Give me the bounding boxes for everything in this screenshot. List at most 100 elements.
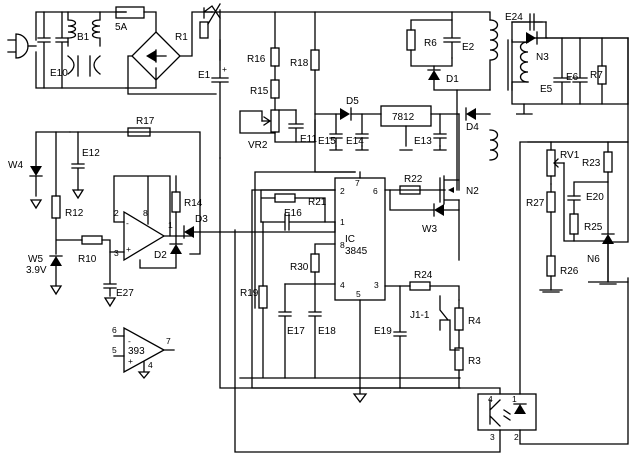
label-r22: R22 bbox=[404, 174, 423, 185]
svg-text:4: 4 bbox=[148, 360, 153, 370]
label-e27: E27 bbox=[116, 288, 134, 299]
label-w5-volt: 3.9V bbox=[26, 265, 47, 276]
capacitor-e15 bbox=[329, 113, 343, 147]
label-r17: R17 bbox=[136, 116, 155, 127]
label-r10: R10 bbox=[78, 254, 97, 265]
resistor-r23 bbox=[603, 151, 613, 173]
thermistor-r1 bbox=[199, 3, 221, 39]
zener-w4 bbox=[29, 131, 71, 197]
label-r4: R4 bbox=[468, 316, 481, 327]
label-e18: E18 bbox=[318, 326, 336, 337]
transformer-primary bbox=[489, 19, 513, 161]
svg-text:5: 5 bbox=[112, 345, 117, 355]
svg-text:6: 6 bbox=[373, 186, 378, 196]
svg-text:5: 5 bbox=[356, 289, 361, 299]
label-n3: N3 bbox=[536, 52, 549, 63]
capacitor-e14 bbox=[355, 113, 369, 147]
label-r21: R21 bbox=[308, 197, 327, 208]
capacitor-e17 bbox=[278, 283, 292, 379]
capacitor-e10 bbox=[37, 11, 69, 89]
comparator-393 bbox=[113, 326, 175, 380]
label-e13: E13 bbox=[414, 136, 432, 147]
mosfet-n2 bbox=[439, 175, 460, 205]
resistor-r15 bbox=[270, 79, 280, 99]
label-n2: N2 bbox=[466, 186, 479, 197]
label-e1: E1 bbox=[198, 70, 211, 81]
resistor-r6 bbox=[406, 29, 416, 51]
svg-text:7: 7 bbox=[166, 336, 171, 346]
capacitor-e19 bbox=[393, 285, 407, 389]
label-r23: R23 bbox=[582, 158, 601, 169]
label-393: 393 bbox=[128, 346, 145, 357]
svg-text:-: - bbox=[126, 218, 129, 228]
resistor-r22 bbox=[399, 185, 421, 195]
svg-text:3: 3 bbox=[490, 432, 495, 442]
label-r26: R26 bbox=[560, 266, 579, 277]
resistor-r16 bbox=[270, 47, 280, 67]
capacitor-e1 bbox=[211, 39, 229, 159]
label-b1: B1 bbox=[77, 32, 90, 43]
label-e12: E12 bbox=[82, 148, 100, 159]
svg-text:2: 2 bbox=[514, 432, 519, 442]
label-w3: W3 bbox=[422, 224, 437, 235]
ac-plug-icon bbox=[7, 33, 37, 59]
label-e2: E2 bbox=[462, 42, 475, 53]
label-5a: 5A bbox=[115, 22, 128, 33]
diode-d5 bbox=[340, 107, 352, 121]
label-rv1: RV1 bbox=[560, 150, 580, 161]
label-d3: D3 bbox=[195, 214, 208, 225]
transformer-secondary bbox=[519, 41, 529, 83]
label-r6: R6 bbox=[424, 38, 437, 49]
potentiometer-vr2 bbox=[239, 109, 280, 134]
svg-text:1: 1 bbox=[512, 394, 517, 404]
label-r1: R1 bbox=[175, 32, 188, 43]
resistor-r14 bbox=[171, 191, 181, 213]
label-d5: D5 bbox=[346, 96, 359, 107]
label-r27: R27 bbox=[526, 198, 545, 209]
label-n6: N6 bbox=[587, 254, 600, 265]
label-e15: E15 bbox=[318, 136, 336, 147]
svg-text:2: 2 bbox=[114, 208, 119, 218]
resistor-r19 bbox=[258, 285, 268, 309]
regulator-n6 bbox=[588, 181, 629, 283]
diode-n3 bbox=[526, 21, 548, 45]
label-r25: R25 bbox=[584, 222, 603, 233]
diode-d2 bbox=[139, 235, 183, 269]
label-r30: R30 bbox=[290, 262, 309, 273]
capacitor-e27 bbox=[103, 251, 117, 297]
label-r18: R18 bbox=[290, 58, 309, 69]
choke-b1 bbox=[67, 11, 101, 77]
label-e17: E17 bbox=[287, 326, 305, 337]
label-r3: R3 bbox=[468, 356, 481, 367]
label-r7: R7 bbox=[590, 70, 603, 81]
diode-d3 bbox=[183, 225, 194, 239]
label-e24: E24 bbox=[505, 12, 523, 23]
svg-text:3: 3 bbox=[114, 248, 119, 258]
resistor-r24 bbox=[409, 281, 431, 291]
svg-text:1: 1 bbox=[340, 217, 345, 227]
label-w4: W4 bbox=[8, 160, 23, 171]
capacitor-e20 bbox=[567, 195, 581, 215]
label-e16: E16 bbox=[284, 208, 302, 219]
optocoupler bbox=[477, 393, 537, 431]
label-r19: R19 bbox=[240, 288, 259, 299]
svg-text:+: + bbox=[128, 356, 133, 366]
capacitor-e12 bbox=[71, 131, 85, 191]
zener-w5 bbox=[49, 255, 63, 287]
svg-text:+: + bbox=[222, 64, 227, 74]
resistor-r4 bbox=[454, 307, 464, 331]
resistor-r12 bbox=[51, 195, 61, 219]
resistor-r21 bbox=[274, 193, 296, 203]
resistor-r18 bbox=[310, 49, 320, 71]
label-e14: E14 bbox=[346, 136, 364, 147]
svg-text:7: 7 bbox=[355, 178, 360, 188]
capacitor-e2 bbox=[443, 19, 461, 59]
capacitor-e18 bbox=[308, 283, 322, 379]
label-7812: 7812 bbox=[392, 112, 415, 123]
label-e5: E5 bbox=[540, 84, 553, 95]
label-ic: IC bbox=[345, 234, 355, 245]
ground-w4 bbox=[29, 199, 43, 210]
svg-text:3: 3 bbox=[374, 280, 379, 290]
capacitor-e11 bbox=[288, 109, 304, 143]
